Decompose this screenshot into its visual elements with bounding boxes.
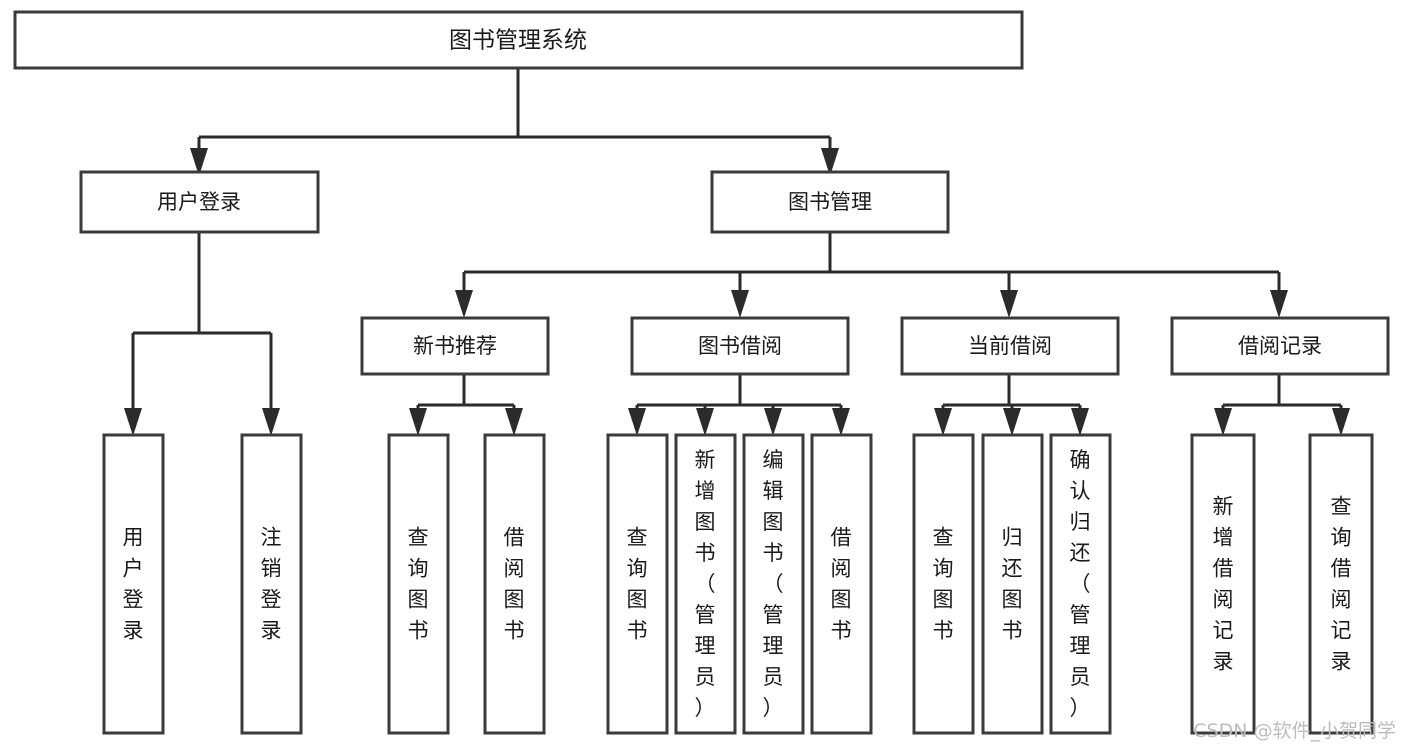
arrow-icon-new-book-recommend: [455, 290, 473, 318]
arrow-icon-leaf-borrow-book-2: [832, 408, 850, 436]
node-leaf-query-book-2[interactable]: 查询图书: [606, 433, 669, 735]
node-leaf-add-book-box[interactable]: [674, 433, 737, 735]
node-leaf-query-book-1-label: 查询图书: [408, 526, 429, 643]
node-leaf-borrow-book-2[interactable]: 借阅图书: [810, 433, 873, 735]
node-book-management[interactable]: 图书管理: [710, 170, 950, 234]
node-book-borrow[interactable]: 图书借阅: [630, 316, 850, 376]
node-leaf-user-login-label: 用户登录: [123, 526, 144, 643]
node-leaf-query-record[interactable]: 查询借阅记录: [1308, 433, 1374, 735]
node-borrow-record[interactable]: 借阅记录: [1170, 316, 1390, 376]
node-leaf-user-login[interactable]: 用户登录: [102, 433, 165, 735]
node-user-login-label: 用户登录: [157, 190, 241, 214]
node-leaf-query-book-3-label: 查询图书: [933, 526, 954, 643]
node-leaf-return-book-label: 归还图书: [1002, 526, 1023, 643]
node-root-box[interactable]: [13, 10, 1024, 70]
arrow-icon-leaf-query-book-2: [628, 408, 646, 436]
node-leaf-add-book[interactable]: 新增图书（管理员）: [674, 433, 737, 735]
arrow-icon-book-borrow: [731, 290, 749, 318]
arrow-icon-leaf-user-logout: [262, 408, 280, 436]
node-leaf-user-logout-box[interactable]: [240, 433, 303, 735]
node-leaf-edit-book-label: 编辑图书（管理员）: [763, 448, 784, 720]
node-leaf-confirm-return[interactable]: 确认归还（管理员）: [1049, 433, 1112, 735]
node-leaf-user-login-box[interactable]: [102, 433, 165, 735]
arrow-icon-leaf-borrow-book-1: [505, 408, 523, 436]
node-leaf-borrow-book-2-box[interactable]: [810, 433, 873, 735]
node-leaf-edit-book[interactable]: 编辑图书（管理员）: [742, 433, 805, 735]
node-user-login[interactable]: 用户登录: [79, 170, 320, 234]
arrow-icon-leaf-query-book-1: [409, 408, 427, 436]
node-leaf-query-book-3-box[interactable]: [912, 433, 975, 735]
node-leaf-borrow-book-2-label: 借阅图书: [831, 526, 852, 643]
arrow-icon-leaf-add-book: [696, 408, 714, 436]
arrow-icon-leaf-return-book: [1003, 408, 1021, 436]
arrow-icon-leaf-query-record: [1332, 408, 1350, 436]
node-new-book-recommend-label: 新书推荐: [413, 334, 497, 358]
arrow-icon-borrow-record: [1270, 290, 1288, 318]
node-current-borrow[interactable]: 当前借阅: [900, 316, 1120, 376]
node-leaf-query-record-box[interactable]: [1308, 433, 1374, 735]
arrow-icon-leaf-edit-book: [764, 408, 782, 436]
node-leaf-query-book-1[interactable]: 查询图书: [387, 433, 450, 735]
node-leaf-borrow-book-1[interactable]: 借阅图书: [483, 433, 546, 735]
node-borrow-record-box[interactable]: [1170, 316, 1390, 376]
node-leaf-query-book-2-box[interactable]: [606, 433, 669, 735]
node-leaf-confirm-return-box[interactable]: [1049, 433, 1112, 735]
node-user-login-box[interactable]: [79, 170, 320, 234]
node-leaf-add-record-box[interactable]: [1190, 433, 1256, 735]
node-leaf-return-book-box[interactable]: [981, 433, 1044, 735]
node-leaf-edit-book-box[interactable]: [742, 433, 805, 735]
node-leaf-user-logout-label: 注销登录: [261, 526, 282, 643]
arrow-icon-current-borrow: [1000, 290, 1018, 318]
node-leaf-query-record-label: 查询借阅记录: [1331, 495, 1352, 674]
node-leaf-borrow-book-1-label: 借阅图书: [504, 526, 525, 643]
node-leaf-query-book-1-box[interactable]: [387, 433, 450, 735]
node-leaf-add-book-label: 新增图书（管理员）: [695, 448, 716, 720]
node-leaf-query-book-2-label: 查询图书: [627, 526, 648, 643]
arrow-icon-leaf-query-book-3: [934, 408, 952, 436]
node-book-management-label: 图书管理: [788, 190, 872, 214]
node-root[interactable]: 图书管理系统: [13, 10, 1024, 70]
node-leaf-add-record-label: 新增借阅记录: [1213, 495, 1234, 674]
node-new-book-recommend-box[interactable]: [360, 316, 550, 376]
node-leaf-confirm-return-label: 确认归还（管理员）: [1070, 448, 1091, 720]
node-current-borrow-box[interactable]: [900, 316, 1120, 376]
node-leaf-query-book-3[interactable]: 查询图书: [912, 433, 975, 735]
node-borrow-record-label: 借阅记录: [1238, 334, 1322, 358]
node-root-label: 图书管理系统: [449, 28, 587, 54]
node-leaf-borrow-book-1-box[interactable]: [483, 433, 546, 735]
node-new-book-recommend[interactable]: 新书推荐: [360, 316, 550, 376]
node-book-management-box[interactable]: [710, 170, 950, 234]
arrow-icon-leaf-user-login: [124, 408, 142, 436]
connector-layer: [124, 68, 1350, 436]
node-leaf-user-logout[interactable]: 注销登录: [240, 433, 303, 735]
csdn-watermark: CSDN @软件_小贺同学: [1193, 720, 1396, 742]
arrow-icon-leaf-add-record: [1214, 408, 1232, 436]
node-current-borrow-label: 当前借阅: [968, 334, 1052, 358]
node-book-borrow-label: 图书借阅: [698, 334, 782, 358]
node-leaf-return-book[interactable]: 归还图书: [981, 433, 1044, 735]
node-leaf-add-record[interactable]: 新增借阅记录: [1190, 433, 1256, 735]
arrow-icon-leaf-confirm-return: [1071, 408, 1089, 436]
node-book-borrow-box[interactable]: [630, 316, 850, 376]
